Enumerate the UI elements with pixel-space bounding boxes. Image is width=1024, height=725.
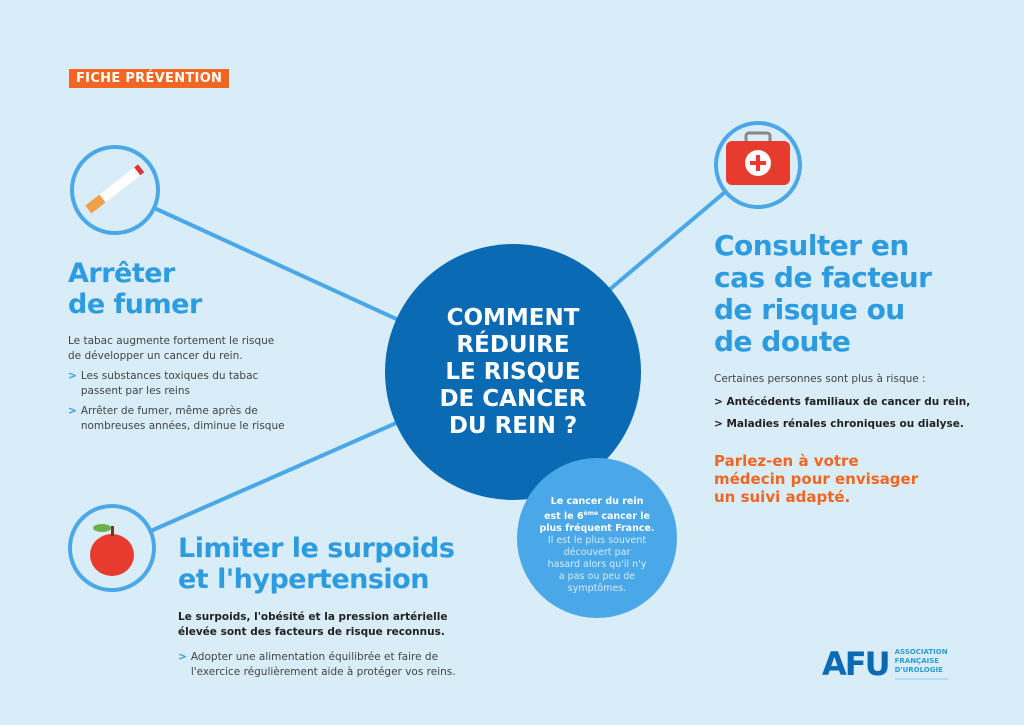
apple-icon (90, 524, 134, 576)
cigarette-icon-circle (70, 145, 160, 235)
cigarette-icon (85, 164, 145, 214)
smoking-bullet: Les substances toxiques du tabac passent… (80, 370, 259, 397)
weight-intro: Le surpoids, l'obésité et la pression ar… (178, 611, 448, 638)
apple-icon-circle (68, 504, 156, 592)
weight-bullet: Adopter une alimentation équilibrée et f… (190, 651, 456, 678)
smoking-intro: Le tabac augmente fortement le risque de… (68, 335, 275, 362)
smoking-bullet: Arrêter de fumer, même après de nombreus… (80, 405, 285, 432)
fact-text: Il est le plus souvent découvert par has… (547, 535, 647, 595)
fiche-prevention-tag: FICHE PRÉVENTION (69, 69, 230, 88)
consult-bullet: > Maladies rénales chroniques ou dialyse… (714, 418, 964, 430)
first-aid-kit-icon (726, 131, 790, 185)
consult-bullet: > Antécédents familiaux de cancer du rei… (714, 396, 971, 408)
consult-cta: Parlez-en à votre médecin pour envisager… (714, 452, 919, 506)
consult-intro: Certaines personnes sont plus à risque : (714, 373, 926, 385)
first-aid-circle (714, 121, 802, 209)
